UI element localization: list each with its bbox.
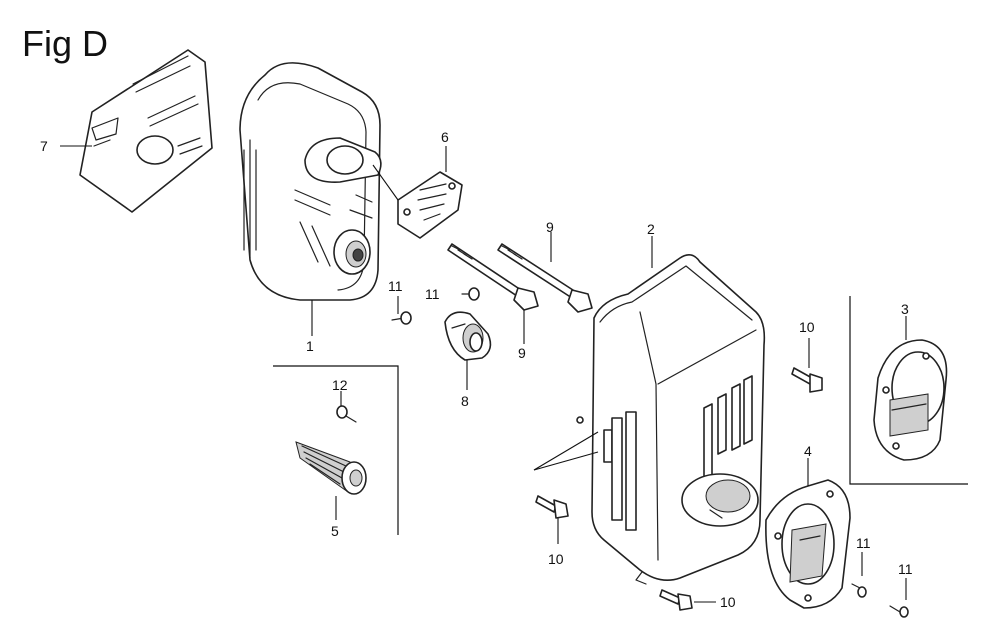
callout-11d: 11 <box>898 561 913 577</box>
callout-10c: 10 <box>799 319 815 335</box>
callout-2: 2 <box>647 221 655 237</box>
callout-4: 4 <box>804 443 812 459</box>
callout-9b: 9 <box>518 345 526 361</box>
part-8-protector[interactable] <box>444 311 492 361</box>
figure-title: Fig D <box>22 23 108 64</box>
callout-11a: 11 <box>388 278 403 294</box>
callout-3: 3 <box>901 301 909 317</box>
part-2-muffler-protector[interactable] <box>576 254 766 585</box>
part-4-deflector-plate[interactable] <box>765 479 851 609</box>
part-9-bolt-a[interactable] <box>447 243 539 311</box>
callout-9a: 9 <box>546 219 554 235</box>
part-10-bolt-b[interactable] <box>659 589 693 611</box>
part-11-screw-c[interactable] <box>851 583 867 598</box>
part-10-bolt-a[interactable] <box>535 495 569 519</box>
callout-11b: 11 <box>425 286 440 302</box>
callout-6: 6 <box>441 129 449 145</box>
part-5-spark-arrester[interactable] <box>295 441 367 495</box>
leader-10a-upper <box>533 431 599 471</box>
part-11-screw-b[interactable] <box>461 287 480 301</box>
frame-left-box <box>273 365 399 535</box>
part-6-muffler-gasket[interactable] <box>397 171 463 239</box>
leader-10a-lower <box>533 451 599 471</box>
callout-1: 1 <box>306 338 314 354</box>
leader-6a <box>372 164 399 201</box>
callout-10b: 10 <box>720 594 736 610</box>
callout-12: 12 <box>332 377 348 393</box>
part-10-bolt-c[interactable] <box>791 367 823 393</box>
callout-11c: 11 <box>856 535 871 551</box>
part-1-muffler[interactable] <box>239 62 382 301</box>
part-11-screw-a[interactable] <box>391 311 412 325</box>
callout-5: 5 <box>331 523 339 539</box>
callout-10a: 10 <box>548 551 564 567</box>
part-3-deflector[interactable] <box>873 339 948 461</box>
callout-7: 7 <box>40 138 48 154</box>
frame-right-box <box>849 296 968 485</box>
part-12-screw[interactable] <box>336 405 357 423</box>
part-7-heat-shield[interactable] <box>79 49 213 213</box>
part-9-bolt-b[interactable] <box>497 243 593 313</box>
callout-8: 8 <box>461 393 469 409</box>
part-11-screw-d[interactable] <box>889 605 909 618</box>
